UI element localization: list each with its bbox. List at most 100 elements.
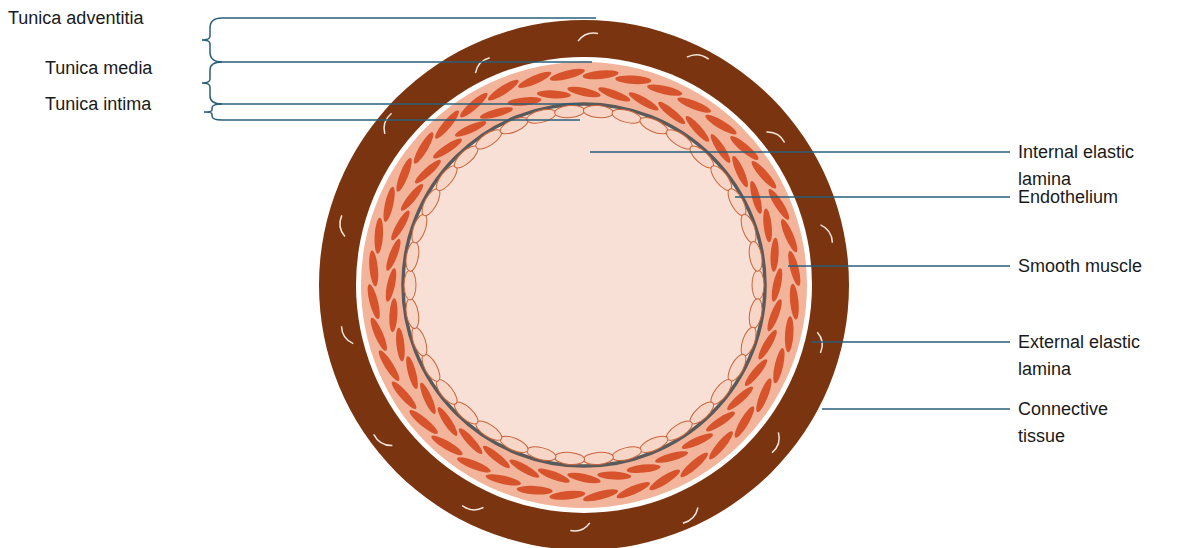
smooth-muscle-cell	[778, 218, 800, 254]
endothelial-cell	[611, 444, 643, 463]
smooth-muscle-cell	[788, 283, 800, 320]
leader-line	[735, 196, 1010, 198]
smooth-muscle-cell	[381, 186, 397, 223]
leader-line	[222, 103, 580, 105]
brace	[202, 62, 222, 104]
part-label: External elastic lamina	[1018, 329, 1158, 383]
smooth-muscle-cell	[597, 471, 631, 481]
smooth-muscle-cell	[389, 298, 399, 332]
endothelial-cell	[747, 241, 764, 273]
endothelial-cell	[738, 212, 759, 244]
smooth-muscle-cell	[368, 316, 390, 352]
connective-fiber	[342, 326, 354, 343]
smooth-muscle-cell	[770, 238, 780, 272]
leader-line	[788, 265, 1010, 267]
endothelial-cell	[725, 186, 750, 218]
part-label: Smooth muscle	[1018, 253, 1158, 280]
brace	[202, 18, 222, 62]
endothelial-cell	[638, 114, 670, 137]
smooth-muscle-cell	[615, 75, 651, 86]
smooth-muscle-cell	[411, 130, 437, 165]
smooth-muscle-cell	[676, 95, 713, 116]
layer-label: Tunica adventitia	[8, 5, 143, 32]
smooth-muscle-cell	[567, 85, 602, 100]
smooth-muscle-cell	[703, 112, 738, 138]
connective-fiber	[683, 508, 698, 524]
connective-fiber	[821, 225, 833, 243]
leader-line	[822, 408, 1010, 410]
connective-fiber	[570, 523, 590, 531]
smooth-muscle-cell	[536, 466, 571, 486]
endothelial-cell	[738, 325, 759, 357]
leader-line	[222, 61, 592, 63]
smooth-muscle-cell	[516, 485, 552, 496]
smooth-muscle-cell	[374, 217, 385, 253]
connective-fiber	[340, 215, 345, 236]
connective-fibers	[340, 33, 833, 531]
smooth-muscle-cell	[549, 66, 586, 83]
smooth-muscle-cell	[762, 208, 774, 243]
smooth-muscle-cell	[549, 489, 586, 501]
connective-fiber	[766, 132, 784, 142]
smooth-muscle-cell	[384, 237, 404, 272]
leader-line	[812, 341, 1010, 343]
endothelial-cell	[525, 444, 557, 463]
endothelial-cell	[554, 104, 585, 118]
endothelial-cell	[404, 298, 421, 330]
endothelial-cell	[752, 270, 764, 300]
endothelial-cell	[419, 352, 444, 384]
smooth-muscle-cell	[646, 82, 683, 98]
smooth-muscle-cell	[537, 90, 571, 100]
endothelial-cells	[404, 104, 764, 465]
smooth-muscle-cell	[597, 85, 632, 105]
connective-fiber	[578, 33, 598, 41]
leader-line	[222, 119, 580, 121]
smooth-muscle-cell	[517, 69, 553, 91]
smooth-muscle-cell	[770, 268, 785, 303]
brace	[204, 104, 222, 120]
smooth-muscle-cell	[771, 347, 787, 384]
endothelial-cell	[554, 451, 585, 465]
smooth-muscle-cell	[786, 250, 803, 287]
smooth-muscle-cell	[765, 298, 785, 333]
endothelial-cell	[583, 104, 614, 118]
adventitia-ring	[319, 20, 849, 548]
smooth-muscle-cell	[753, 377, 774, 414]
layer-label: Tunica media	[45, 55, 152, 82]
smooth-muscle-cells	[365, 66, 803, 504]
part-label: Endothelium	[1018, 184, 1158, 211]
connective-fiber	[687, 55, 709, 59]
media-ring	[361, 62, 807, 508]
smooth-muscle-cell	[384, 268, 399, 303]
smooth-muscle-cell	[368, 250, 380, 287]
endothelial-cell	[638, 433, 670, 456]
smooth-muscle-cell	[429, 433, 464, 459]
smooth-muscle-cell	[615, 479, 651, 501]
leader-line	[222, 17, 596, 19]
leader-lines	[202, 18, 1010, 409]
smooth-muscle-cell	[394, 157, 415, 194]
smooth-muscle-cell	[485, 472, 522, 488]
endothelial-cell	[498, 114, 530, 137]
leader-line	[590, 151, 1010, 153]
smooth-muscle-cell	[784, 316, 795, 352]
endothelial-cell	[404, 241, 421, 273]
endothelial-cell	[404, 270, 416, 300]
connective-fiber	[462, 506, 483, 510]
internal-elastic-lamina	[403, 104, 765, 466]
smooth-muscle-cell	[582, 69, 619, 81]
endothelial-cell	[498, 433, 530, 456]
smooth-muscle-cell	[456, 454, 493, 475]
part-label: Connective tissue	[1018, 396, 1158, 450]
smooth-muscle-cell	[626, 463, 661, 475]
smooth-muscle-cell	[507, 96, 542, 108]
connective-fiber	[374, 434, 393, 445]
endothelial-cell	[747, 298, 764, 330]
endothelial-cell	[409, 212, 430, 244]
smooth-muscle-cell	[567, 471, 602, 486]
smooth-muscle-cell	[732, 404, 758, 439]
endothelial-cell	[611, 107, 643, 126]
endothelial-cell	[525, 107, 557, 126]
smooth-muscle-cell	[582, 487, 619, 504]
layer-label: Tunica intima	[45, 91, 151, 118]
